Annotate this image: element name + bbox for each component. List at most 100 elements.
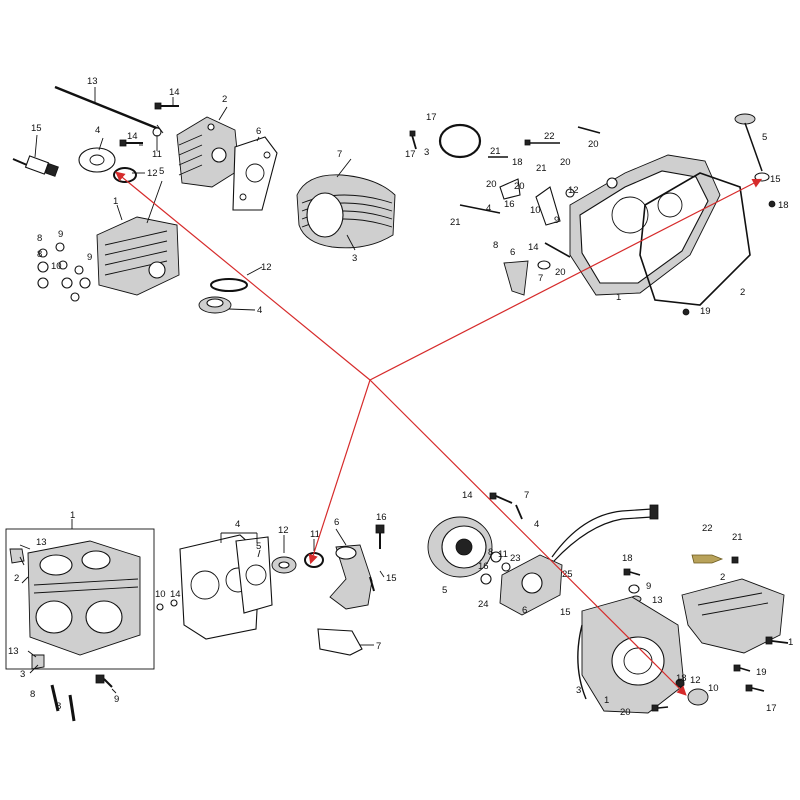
cylinder-intake-exploded-view: 1 13 2 13 3 8 8 9 10 14 4 5 12 11 6 16 1…: [5, 510, 397, 722]
part-number-label: 9: [87, 252, 92, 263]
part-number-label: 6: [334, 517, 339, 528]
part-number-label: 15: [31, 123, 42, 134]
pipe-fitting: [9, 548, 25, 564]
part-number-label: 11: [310, 529, 320, 540]
part-number-label: 1: [788, 637, 793, 648]
part-number-label: 19: [700, 306, 711, 317]
key-bolt: [731, 556, 739, 564]
part-number-label: 9: [58, 229, 63, 240]
spring-key: [691, 554, 724, 564]
part-number-label: 12: [147, 168, 158, 179]
part-number-label: 13: [652, 595, 663, 606]
part-number-label: 20: [620, 707, 631, 718]
part-number-label: 21: [732, 532, 743, 543]
part-number-label: 5: [256, 541, 261, 552]
o-ring: [210, 278, 248, 292]
part-number-label: 7: [538, 273, 543, 284]
part-number-label: 1: [604, 695, 609, 706]
part-number-label: 4: [534, 519, 539, 530]
part-number-label: 9: [646, 581, 651, 592]
part-number-label: 15: [770, 174, 781, 185]
part-number-label: 12: [690, 675, 701, 686]
part-number-label: 10: [530, 205, 541, 216]
part-number-label: 20: [555, 267, 566, 278]
part-number-label: 6: [522, 605, 527, 616]
part-number-label: 16: [504, 199, 515, 210]
part-number-label: 1: [616, 292, 621, 303]
part-number-label: 18: [622, 553, 633, 564]
part-number-label: 7: [376, 641, 381, 652]
short-bolt: [119, 139, 143, 147]
screw: [768, 200, 776, 208]
side-gasket: [232, 136, 278, 211]
part-number-label: 2: [720, 572, 725, 583]
part-number-label: 15: [386, 573, 397, 584]
part-number-label: 10: [708, 683, 719, 694]
cylinder-head-exploded-view: 13 14 2 6 15 4 14 11 12 7 1 5 9 8 10 9 8…: [12, 76, 396, 316]
magneto-cover-exploded-view: 14 7 4 22 21 2 8 11 23 16 25 18 9 13 5 2…: [427, 490, 793, 718]
cover-bolt: [623, 568, 641, 576]
part-number-label: 7: [337, 149, 342, 160]
part-number-label: 21: [536, 163, 547, 174]
intake-pipe: [329, 544, 373, 610]
part-number-label: 21: [490, 146, 501, 157]
part-number-label: 4: [235, 519, 240, 530]
part-number-label: 3: [352, 253, 357, 264]
part-number-label: 13: [8, 646, 19, 657]
part-number-label: 12: [568, 185, 579, 196]
oil-dipstick: [734, 113, 770, 182]
part-number-label: 11: [152, 149, 162, 160]
camshaft-holder: [176, 116, 240, 188]
part-number-label: 12: [261, 262, 272, 273]
intake-adaptor: [198, 296, 232, 314]
part-number-label: 4: [486, 203, 491, 214]
long-stud-bolt: [54, 85, 164, 134]
part-number-label: 5: [159, 166, 164, 177]
part-number-label: 14: [170, 589, 181, 600]
part-number-label: 13: [87, 76, 98, 87]
spark-plug: [12, 155, 59, 177]
cover-bolt: [765, 636, 789, 645]
part-number-label: 20: [486, 179, 497, 190]
part-number-label: 14: [127, 131, 138, 142]
crankcase-cover-exploded-view: 17 17 3 22 21 18 20 20 21 20 20 5 15 4 1…: [405, 112, 789, 317]
drain-plug: [628, 584, 640, 594]
part-number-label: 23: [510, 553, 521, 564]
short-bolt: [154, 102, 179, 110]
retaining-ring: [438, 123, 482, 159]
o-ring: [304, 552, 324, 568]
cylinder-gaskets: [179, 534, 273, 640]
part-number-label: 16: [478, 561, 489, 572]
intake-gasket: [317, 628, 363, 656]
part-number-label: 3: [424, 147, 429, 158]
o-ring: [113, 167, 137, 183]
part-number-label: 8: [30, 689, 35, 700]
part-number-label: 21: [450, 217, 461, 228]
part-number-label: 13: [36, 537, 47, 548]
part-number-label: 8: [493, 240, 498, 251]
part-number-label: 4: [257, 305, 262, 316]
part-number-label: 14: [528, 242, 539, 253]
part-number-label: 1: [70, 510, 75, 521]
part-number-label: 19: [756, 667, 767, 678]
small-washer: [480, 573, 492, 585]
part-number-label: 17: [405, 149, 416, 160]
panel-cylinder-intake: 1 13 2 13 3 8 8 9 10 14 4 5 12 11 6 16 1…: [0, 505, 408, 730]
part-number-label: 18: [676, 673, 687, 684]
part-number-label: 22: [702, 523, 713, 534]
part-number-label: 8: [37, 249, 42, 260]
part-number-label: 10: [51, 261, 62, 272]
part-number-label: 17: [426, 112, 437, 123]
part-number-label: 16: [376, 512, 387, 523]
part-number-label: 2: [14, 573, 19, 584]
part-number-label: 8: [488, 547, 493, 558]
part-number-label: 1: [113, 196, 118, 207]
part-number-label: 18: [778, 200, 789, 211]
crankcase-cover: [569, 154, 721, 296]
small-washer: [170, 599, 178, 607]
panel-crankcase-cover: 17 17 3 22 21 18 20 20 21 20 20 5 15 4 1…: [400, 105, 798, 325]
part-number-label: 20: [588, 139, 599, 150]
insulator-spacer: [271, 556, 297, 574]
left-crankcase-cover: [577, 596, 685, 714]
part-number-label: 20: [560, 157, 571, 168]
